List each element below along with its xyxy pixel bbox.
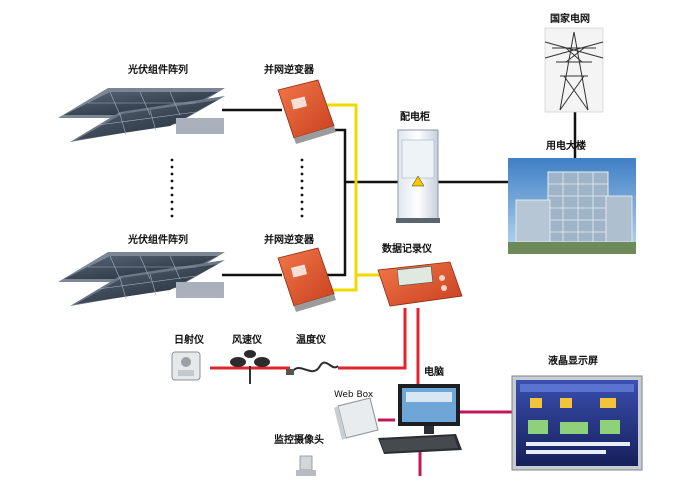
label-web-box: Web Box (334, 390, 374, 400)
data-logger (377, 261, 463, 307)
label-camera: 监控摄像头 (274, 435, 324, 446)
lcd-display (511, 375, 643, 471)
security-camera (296, 455, 316, 476)
label-anemometer: 风速仪 (232, 335, 262, 346)
array-continuation-dots (170, 158, 304, 218)
label-lcd-display: 液晶显示屏 (548, 356, 598, 367)
wires (210, 103, 577, 476)
label-national-grid: 国家电网 (550, 14, 590, 25)
label-inverter-bottom: 并网逆变器 (264, 235, 314, 246)
inverter-top (277, 79, 336, 144)
sensor-data-wire (210, 308, 407, 370)
inverter-bottom (277, 247, 336, 312)
irradiance-sensor (171, 351, 201, 381)
label-distribution-cabinet: 配电柜 (400, 112, 430, 123)
pv-array-top (58, 88, 225, 142)
temperature-probe (286, 361, 339, 375)
computer (378, 384, 462, 454)
label-pv-array-top: 光伏组件阵列 (128, 65, 188, 76)
label-power-building: 用电大楼 (546, 141, 586, 152)
label-computer: 电脑 (424, 367, 444, 378)
office-building (508, 158, 636, 254)
label-irradiance-meter: 日射仪 (174, 335, 204, 346)
power-tower (544, 27, 604, 113)
label-pv-array-bottom: 光伏组件阵列 (128, 235, 188, 246)
label-inverter-top: 并网逆变器 (264, 65, 314, 76)
label-thermometer: 温度仪 (296, 335, 326, 346)
distribution-cabinet (396, 129, 440, 223)
web-box (334, 397, 379, 440)
label-data-logger: 数据记录仪 (382, 244, 432, 255)
pv-array-bottom (58, 252, 225, 306)
anemometer (230, 350, 270, 384)
